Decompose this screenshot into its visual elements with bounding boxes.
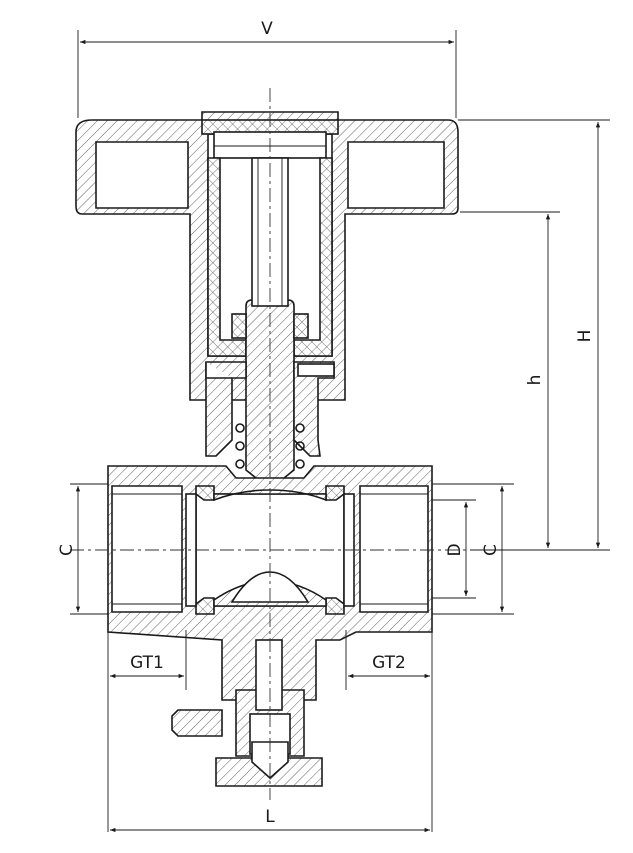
dimension-v: V (77, 19, 457, 118)
dimension-c-right: C (432, 483, 514, 615)
label-gt2: GT2 (372, 653, 406, 673)
label-l: L (265, 807, 275, 827)
dimension-h-total: H (458, 119, 610, 551)
dimension-gt1: GT1 (107, 630, 187, 832)
bonnet (205, 361, 335, 469)
dimension-d: D (432, 499, 476, 599)
label-v: V (261, 19, 273, 39)
label-c-right: C (481, 544, 501, 556)
label-h: h (525, 375, 545, 386)
label-d: D (445, 543, 465, 556)
label-c-left: C (57, 544, 77, 556)
ball (213, 489, 327, 607)
label-H: H (575, 330, 595, 343)
port-threads (112, 493, 428, 605)
dimension-h-stem: h (460, 211, 560, 548)
dimension-gt2: GT2 (345, 630, 433, 832)
dimension-l: L (110, 807, 430, 833)
label-gt1: GT1 (130, 653, 164, 673)
center-lines (70, 88, 470, 800)
dimension-c-left: C (57, 483, 108, 615)
